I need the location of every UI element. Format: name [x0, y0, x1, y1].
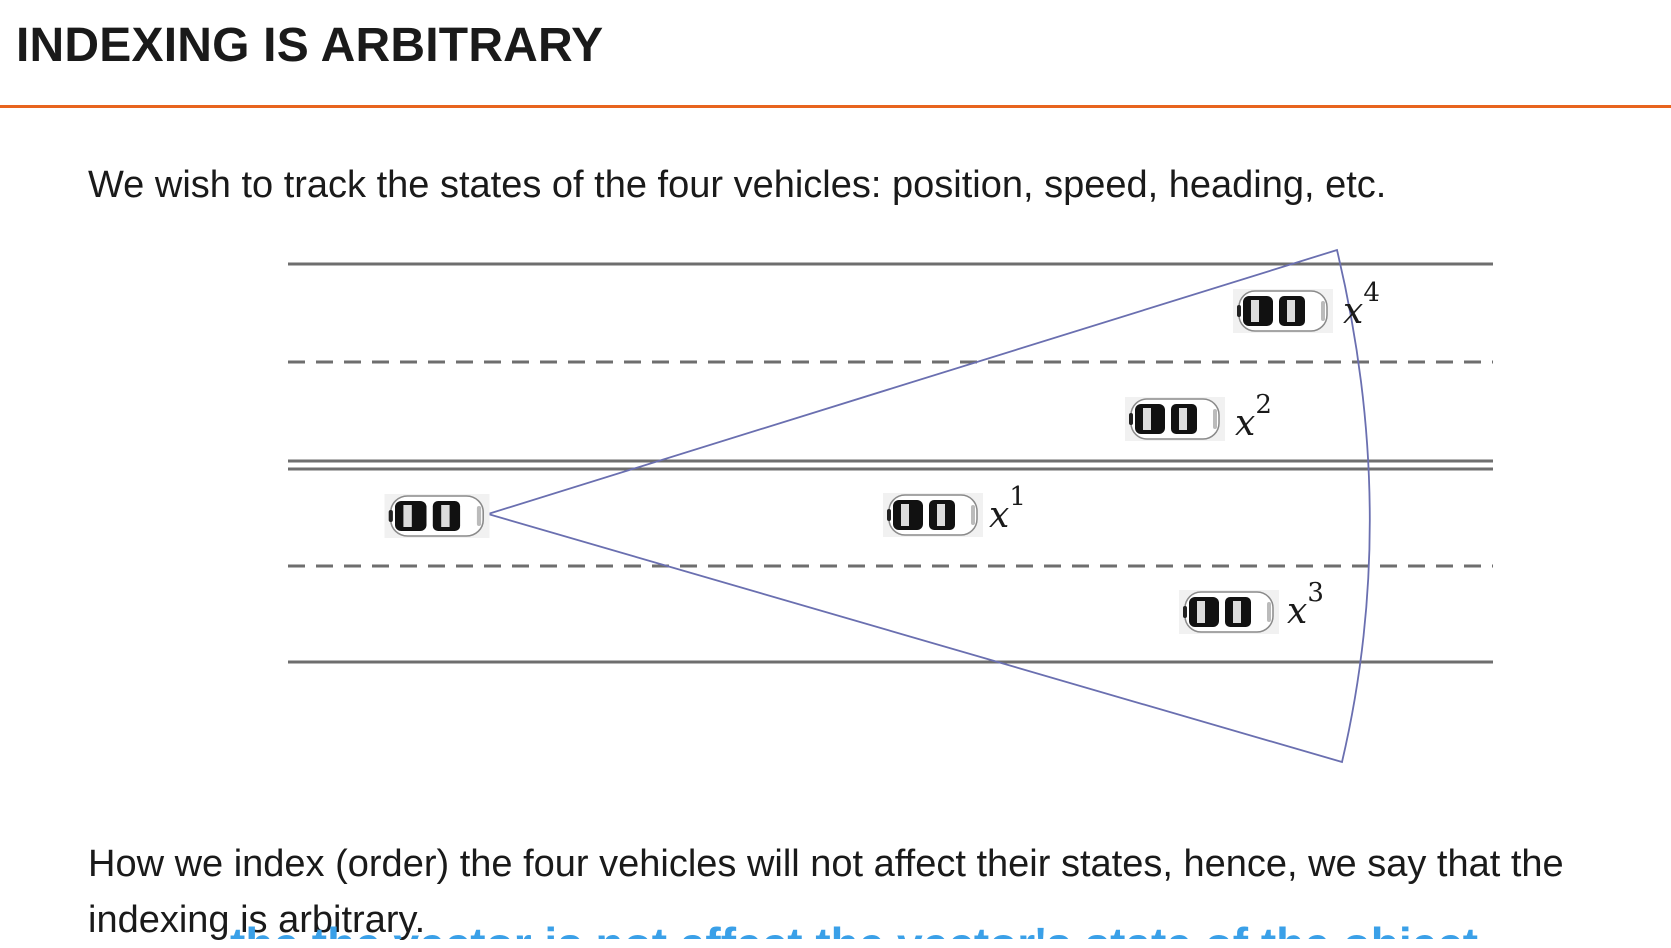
vehicle-4: x4 [1232, 278, 1380, 334]
vehicle-2: x2 [1124, 390, 1272, 444]
intro-text: We wish to track the states of the four … [88, 164, 1387, 206]
vehicle-label-1: x1 [989, 482, 1026, 536]
slide-title: INDEXING IS ARBITRARY [16, 19, 604, 72]
vehicle-1: x1 [882, 482, 1026, 538]
ego-vehicle [383, 493, 491, 539]
vehicle-label-2: x2 [1235, 390, 1272, 444]
road-lanes [288, 262, 1493, 664]
sensor-field-of-view [484, 248, 1371, 764]
caption-text: How we index (order) the four vehicles w… [88, 843, 1564, 941]
title-divider [0, 105, 1671, 108]
partially-visible-overlay-text: the the vector is not affect the vector'… [230, 918, 1530, 939]
vehicle-label-3: x3 [1287, 578, 1324, 632]
vehicle-label-4: x4 [1343, 278, 1380, 332]
vehicle-3: x3 [1178, 578, 1324, 635]
